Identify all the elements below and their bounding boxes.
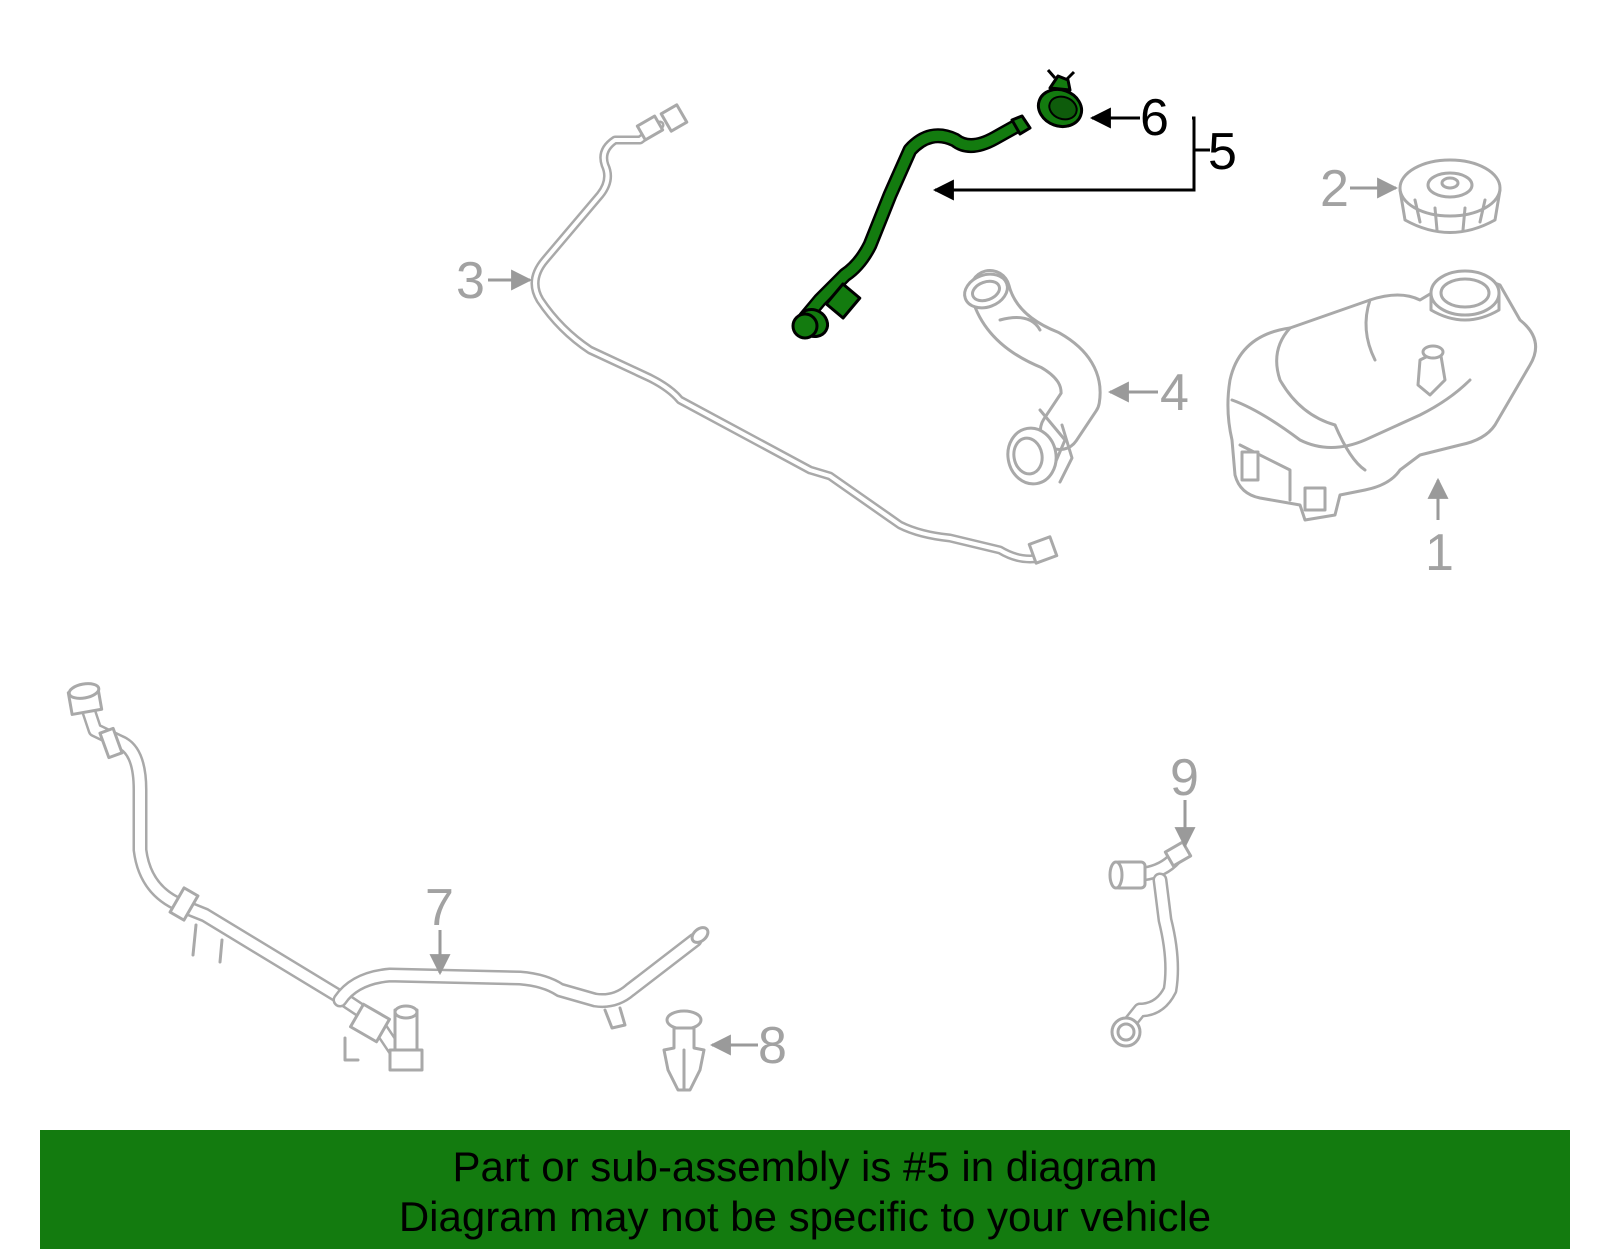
callout-6: 6: [1140, 89, 1169, 147]
callout-3: 3: [456, 252, 485, 310]
part-8-push-clip: [662, 1009, 706, 1092]
part-7-coolant-pipe: [66, 682, 710, 1072]
part-9-hose: [1108, 840, 1193, 1048]
part-1-expansion-tank: [1226, 269, 1538, 522]
part-4-radiator-hose: [963, 269, 1102, 486]
callout-arrows: [429, 107, 1449, 1056]
callout-8: 8: [758, 1017, 787, 1075]
callout-7: 7: [425, 879, 454, 937]
callout-1: 1: [1425, 524, 1454, 582]
callout-4: 4: [1160, 364, 1189, 422]
banner-disclaimer: Diagram may not be specific to your vehi…: [398, 1193, 1212, 1240]
info-banner: Part or sub-assembly is #5 in diagram Di…: [40, 1130, 1570, 1249]
callout-9: 9: [1170, 749, 1199, 807]
part-3-coolant-pipe: [530, 103, 1059, 565]
part-6-clamp: [1036, 69, 1084, 129]
part-2-cap: [1398, 158, 1502, 234]
part-5-hose-highlighted: [791, 114, 1032, 340]
parts-diagram: 1 2 3 4 5 6 7 8 9: [66, 69, 1538, 1092]
callout-2: 2: [1320, 160, 1349, 218]
banner-part-note: Part or sub-assembly is #5 in diagram: [452, 1143, 1158, 1190]
callout-5: 5: [1208, 123, 1237, 181]
